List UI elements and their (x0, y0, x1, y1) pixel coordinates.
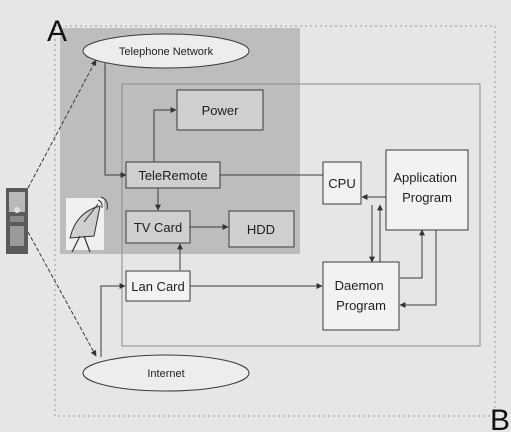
mobile-phone-icon (6, 188, 28, 254)
hdd-label: HDD (247, 222, 275, 237)
edge-daemon-app (400, 229, 425, 279)
telephone-network-label: Telephone Network (119, 46, 214, 58)
daemon-line-1: Daemon (335, 278, 384, 293)
node-application-program: Application Program (385, 149, 469, 231)
power-label: Power (202, 103, 240, 118)
edge-app-daemon (399, 230, 437, 308)
node-tv-card: TV Card (125, 210, 191, 244)
edge-telephone-teleremote (104, 63, 127, 178)
node-power: Power (176, 89, 264, 131)
edge-device-telephone (27, 59, 97, 189)
edge-device-internet (27, 231, 97, 357)
tv-card-label: TV Card (134, 220, 182, 235)
teleremote-box (125, 161, 221, 189)
inner-system-boundary (121, 83, 481, 347)
lan-card-box (125, 270, 191, 302)
hdd-box (228, 210, 295, 248)
application-program-label: Application Program (393, 170, 460, 205)
application-line-2: Program (402, 190, 452, 205)
daemon-program-label: Daemon Program (335, 278, 388, 313)
connectors (27, 59, 437, 357)
internet-label: Internet (147, 368, 184, 380)
node-internet: Internet (82, 354, 250, 392)
label-b: B (490, 404, 510, 432)
node-telephone-network: Telephone Network (82, 33, 250, 69)
power-box (176, 89, 264, 131)
node-cpu: CPU (322, 161, 362, 205)
cpu-label: CPU (328, 176, 355, 191)
satellite-dish-icon (66, 196, 108, 253)
node-hdd: HDD (228, 210, 295, 248)
node-teleremote: TeleRemote (125, 161, 221, 189)
daemon-line-2: Program (336, 298, 386, 313)
daemon-program-box (322, 261, 400, 331)
application-line-1: Application (393, 170, 457, 185)
outer-dotted-boundary (54, 25, 496, 417)
lan-card-label: Lan Card (131, 279, 184, 294)
label-a: A (47, 15, 67, 48)
node-daemon-program: Daemon Program (322, 261, 400, 331)
teleremote-label: TeleRemote (138, 168, 207, 183)
edge-internet-lancard (100, 283, 126, 357)
edge-teleremote-power (153, 107, 177, 163)
application-program-box (385, 149, 469, 231)
tv-card-box (125, 210, 191, 244)
node-lan-card: Lan Card (125, 270, 191, 302)
cpu-box (322, 161, 362, 205)
telephone-network-shape (82, 33, 250, 69)
internet-shape (82, 354, 250, 392)
